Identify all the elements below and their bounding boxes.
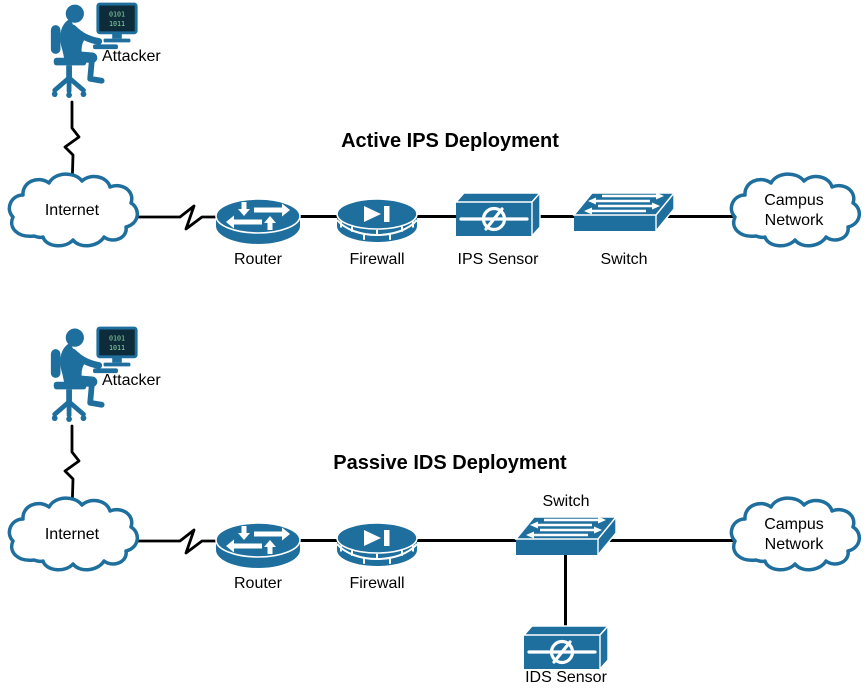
attacker-to-internet-link xyxy=(63,424,81,514)
active-section-title: Active IPS Deployment xyxy=(341,130,559,152)
firewall-icon xyxy=(327,187,427,251)
firewall-label: Firewall xyxy=(349,251,405,268)
passive-section-title: Passive IDS Deployment xyxy=(333,452,567,474)
router-icon xyxy=(208,189,308,251)
ids-sensor-label: IDS Sensor xyxy=(525,669,607,686)
router-label: Router xyxy=(233,575,283,592)
firewall-label: Firewall xyxy=(349,575,405,592)
internet-to-router-link xyxy=(130,204,262,231)
ids-sensor-icon xyxy=(520,621,612,673)
internet-to-router-link xyxy=(130,528,262,555)
switch-icon xyxy=(510,511,622,571)
internet-label: Internet xyxy=(44,202,100,219)
switch-label: Switch xyxy=(600,251,648,268)
backbone-link xyxy=(256,539,738,542)
ips-sensor-icon xyxy=(452,188,544,240)
attacker-label: Attacker xyxy=(102,372,161,389)
router-label: Router xyxy=(233,251,283,268)
router-icon xyxy=(208,513,308,575)
campus-network-label: Campus Network xyxy=(764,192,824,229)
switch-icon xyxy=(568,187,680,247)
ips-sensor-label: IPS Sensor xyxy=(457,251,539,268)
switch-to-sensor-link xyxy=(564,553,567,627)
switch-label: Switch xyxy=(542,493,590,510)
campus-network-label: Campus Network xyxy=(764,516,824,553)
firewall-icon xyxy=(327,511,427,575)
attacker-to-internet-link xyxy=(63,100,81,190)
attacker-label: Attacker xyxy=(102,48,161,65)
internet-label: Internet xyxy=(44,526,100,543)
